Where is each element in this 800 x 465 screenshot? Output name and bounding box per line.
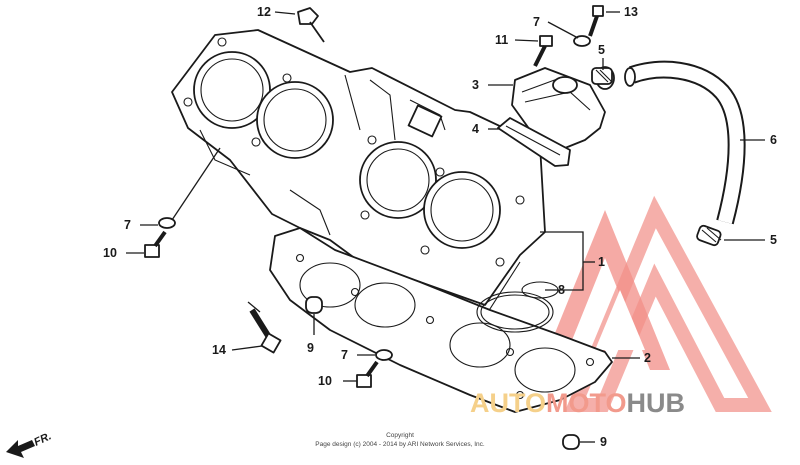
watermark-moto: MOTO	[546, 388, 627, 418]
bolt-10-bottom	[356, 360, 379, 388]
washer-7-bottom	[375, 349, 393, 361]
callout-8: 8	[558, 283, 565, 297]
callout-5-top: 5	[598, 43, 605, 57]
washer-7-left	[158, 217, 176, 229]
water-housing-gasket	[497, 117, 571, 167]
callout-labels: 12 7 13 11 5 3 4 6 7 10 5 1 8 14 9 2 7 1…	[103, 5, 777, 449]
callout-4: 4	[472, 122, 479, 136]
stud-14	[249, 308, 282, 354]
callout-3: 3	[472, 78, 479, 92]
bolt-10-left	[144, 230, 167, 258]
callout-7-bottom: 7	[341, 348, 348, 362]
watermark-logo	[540, 195, 772, 412]
bolt-12	[297, 7, 325, 43]
watermark-auto: AUTO	[470, 388, 546, 418]
water-hose	[624, 60, 746, 225]
washer-7-top	[573, 35, 591, 47]
callout-7-top: 7	[533, 15, 540, 29]
hose-clamp-upper	[591, 67, 613, 85]
copyright-line-1: Copyright	[386, 432, 414, 439]
dowel-9-bottom	[562, 434, 580, 450]
callout-6: 6	[770, 133, 777, 147]
svg-text:AUTOMOTOHUB: AUTOMOTOHUB	[470, 388, 685, 418]
callout-5-right: 5	[770, 233, 777, 247]
callout-9-bottom: 9	[600, 435, 607, 449]
cylinder-gasket	[269, 227, 613, 413]
callout-7-left: 7	[124, 218, 131, 232]
copyright-notice: Copyright Page design (c) 2004 - 2014 by…	[315, 432, 485, 448]
front-direction-label: FR.	[32, 430, 53, 448]
watermark-hub: HUB	[627, 388, 686, 418]
callout-12: 12	[257, 5, 271, 19]
leader-lines	[126, 11, 765, 443]
hose-clamp-lower	[696, 224, 722, 247]
callout-10-bottom: 10	[318, 374, 332, 388]
callout-11: 11	[495, 33, 508, 47]
dowel-9-middle	[305, 296, 323, 314]
callout-1: 1	[598, 255, 605, 269]
bolt-13	[588, 5, 604, 37]
cylinder-block	[171, 29, 546, 313]
callout-10-left: 10	[103, 246, 117, 260]
o-rings	[476, 281, 559, 333]
callout-9-middle: 9	[307, 341, 314, 355]
bolt-11	[533, 35, 553, 67]
watermark-wordmark: AUTOMOTOHUB	[470, 388, 685, 418]
front-direction-marker: FR.	[6, 430, 53, 458]
callout-2: 2	[644, 351, 651, 365]
callout-13: 13	[624, 5, 638, 19]
callout-14: 14	[212, 343, 226, 357]
copyright-line-2: Page design (c) 2004 - 2014 by ARI Netwo…	[315, 441, 485, 448]
